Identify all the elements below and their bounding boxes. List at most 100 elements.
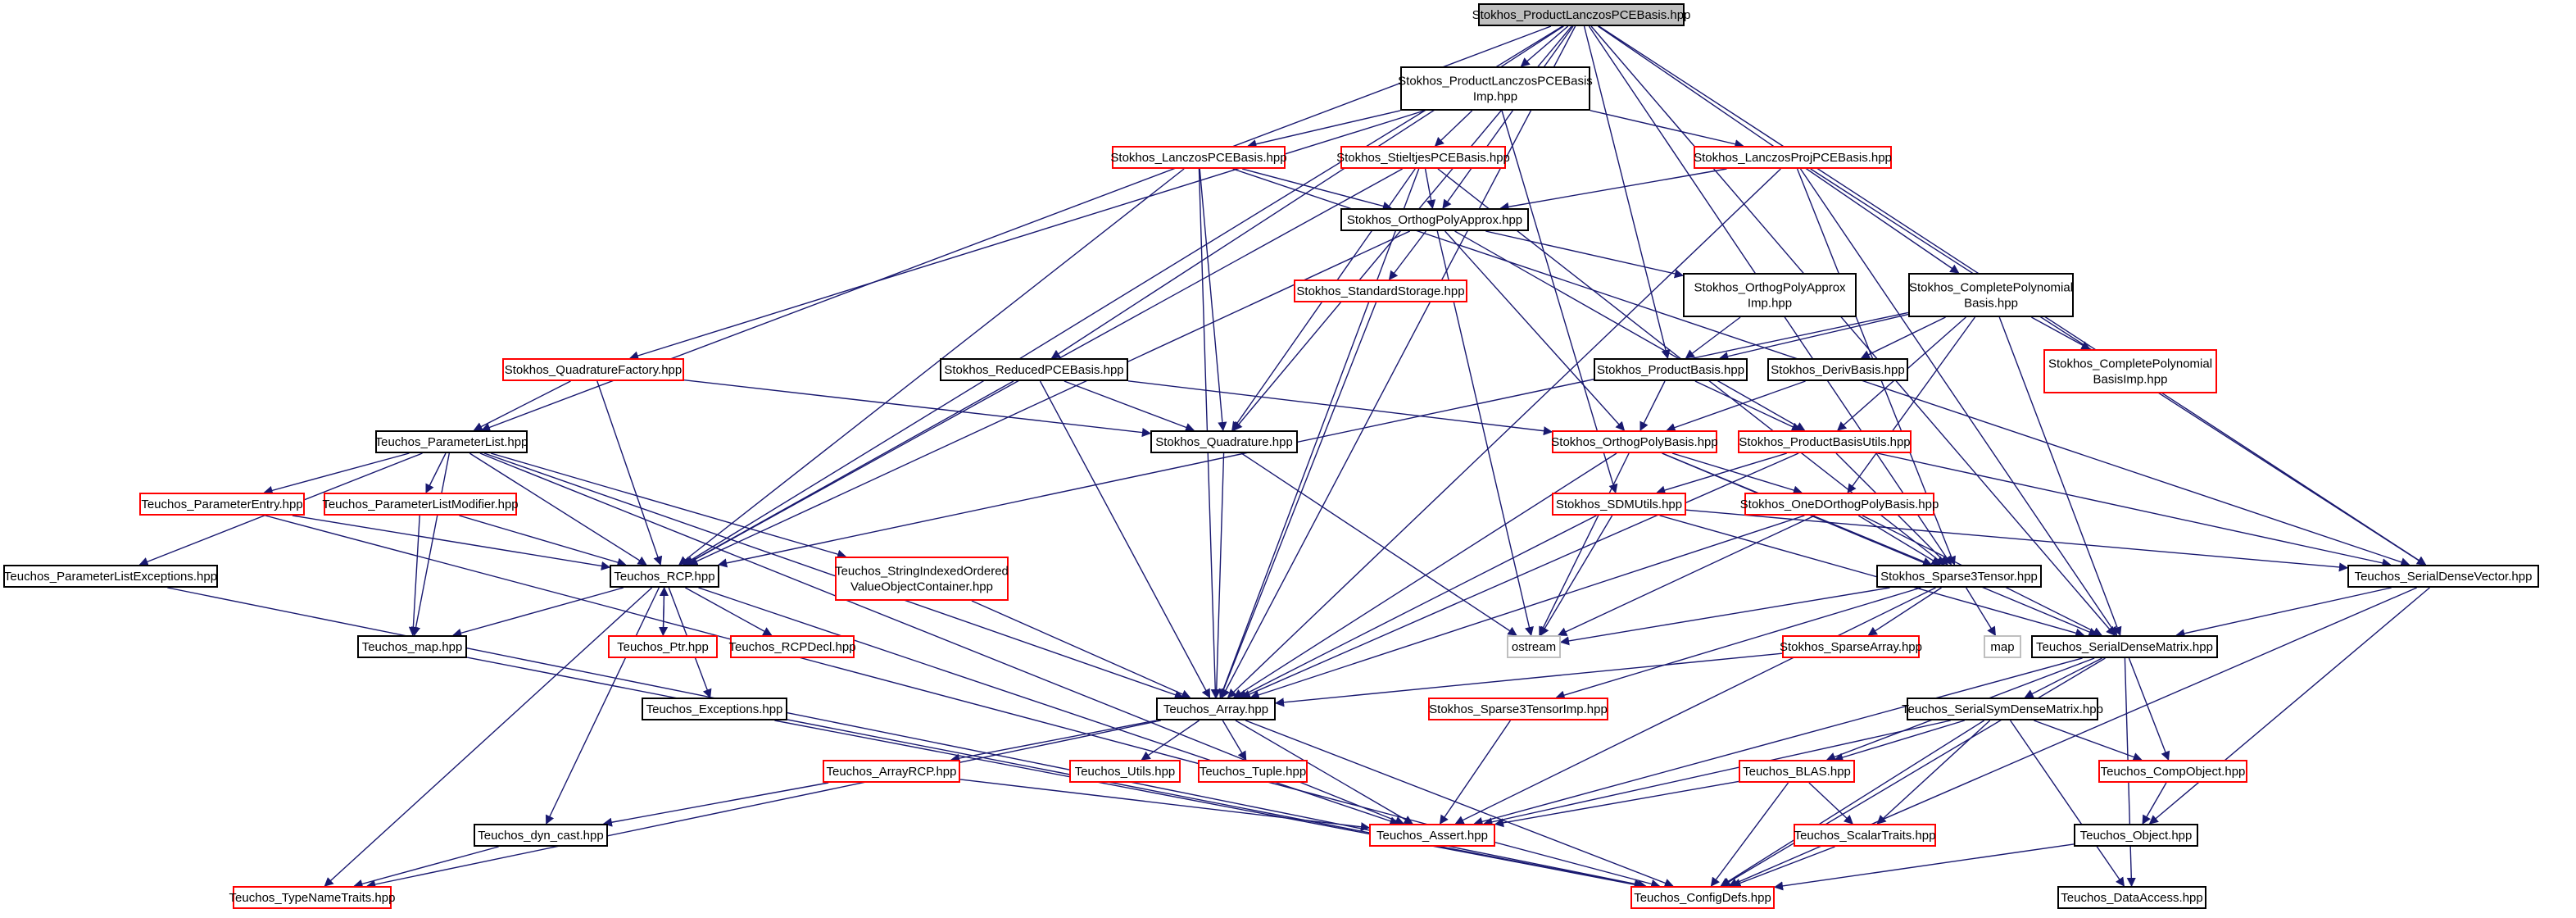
node-ptr[interactable]: Teuchos_Ptr.hpp <box>608 635 718 658</box>
node-sparse3tensorimp[interactable]: Stokhos_Sparse3TensorImp.hpp <box>1428 698 1608 720</box>
node-label: Teuchos_SerialDenseVector.hpp <box>2355 570 2533 584</box>
node-stieltjes[interactable]: Stokhos_StieltjesPCEBasis.hpp <box>1336 146 1510 169</box>
edge-lanczosproj-to-serialdensematrix <box>1799 168 2118 636</box>
edge-serialsym-to-scalartraits <box>1876 720 1991 825</box>
node-label: Teuchos_ParameterEntry.hpp <box>141 498 302 511</box>
node-paramlistmod[interactable]: Teuchos_ParameterListModifier.hpp <box>322 493 519 516</box>
node-box <box>1739 760 1855 783</box>
edge-paramlist-to-paramentry <box>263 452 410 495</box>
edge-sdmutils-to-serialdensematrix <box>1659 515 2085 638</box>
edge-orthopolyapprox-to-productbasisutils <box>1454 230 1806 431</box>
node-box <box>1294 279 1467 302</box>
node-utils[interactable]: Teuchos_Utils.hpp <box>1069 760 1181 783</box>
node-serialdensevector[interactable]: Teuchos_SerialDenseVector.hpp <box>2347 565 2539 588</box>
node-label: Teuchos_Assert.hpp <box>1376 829 1488 843</box>
node-rcpdecl[interactable]: Teuchos_RCPDecl.hpp <box>728 635 856 658</box>
edge-arrayrcp-to-dyncast <box>602 782 829 827</box>
edge-imp-to-lanczos <box>1247 110 1401 149</box>
node-rcp[interactable]: Teuchos_RCP.hpp <box>610 565 719 588</box>
node-arrayrcp[interactable]: Teuchos_ArrayRCP.hpp <box>823 760 960 783</box>
node-label: Teuchos_ParameterListModifier.hpp <box>322 498 518 511</box>
node-root[interactable]: Stokhos_ProductLanczosPCEBasis.hpp <box>1472 3 1691 26</box>
node-box <box>474 824 608 847</box>
node-reducedpce[interactable]: Stokhos_ReducedPCEBasis.hpp <box>940 358 1128 381</box>
edge-root-to-array <box>1221 25 1576 698</box>
node-object[interactable]: Teuchos_Object.hpp <box>2074 824 2198 847</box>
node-tuple[interactable]: Teuchos_Tuple.hpp <box>1198 760 1308 783</box>
node-paramlist[interactable]: Teuchos_ParameterList.hpp <box>375 430 528 453</box>
node-assert[interactable]: Teuchos_Assert.hpp <box>1369 824 1495 847</box>
node-label: Stokhos_SDMUtils.hpp <box>1556 498 1682 511</box>
node-onedortho[interactable]: Stokhos_OneDOrthogPolyBasis.hpp <box>1740 493 1939 516</box>
edge-arrayrcp-to-assert <box>959 779 1371 832</box>
node-label: Teuchos_Exceptions.hpp <box>646 702 783 716</box>
node-ostream: ostream <box>1507 635 1561 658</box>
node-dataaccess[interactable]: Teuchos_DataAccess.hpp <box>2057 886 2206 909</box>
node-configdefs[interactable]: Teuchos_ConfigDefs.hpp <box>1630 886 1775 909</box>
edge-rcp-to-typenametraits <box>324 587 653 887</box>
node-label: Teuchos_ArrayRCP.hpp <box>827 765 957 779</box>
node-lanczosproj[interactable]: Stokhos_LanczosProjPCEBasis.hpp <box>1694 146 1892 169</box>
node-array[interactable]: Teuchos_Array.hpp <box>1156 698 1276 720</box>
node-sparse3tensor[interactable]: Stokhos_Sparse3Tensor.hpp <box>1876 565 2042 588</box>
node-blas[interactable]: Teuchos_BLAS.hpp <box>1739 760 1855 783</box>
node-paramlistexc[interactable]: Teuchos_ParameterListExceptions.hpp <box>3 565 218 588</box>
node-orthopolybasis[interactable]: Stokhos_OrthogPolyBasis.hpp <box>1551 430 1718 453</box>
edge-sparse3tensor-to-map <box>1966 587 1996 636</box>
node-label: Teuchos_SerialDenseMatrix.hpp <box>2036 640 2213 654</box>
node-label: Teuchos_CompObject.hpp <box>2101 765 2246 779</box>
node-serialsym[interactable]: Teuchos_SerialSymDenseMatrix.hpp <box>1902 698 2103 720</box>
node-quadfactory[interactable]: Stokhos_QuadratureFactory.hpp <box>502 358 684 381</box>
node-productbasisutils[interactable]: Stokhos_ProductBasisUtils.hpp <box>1738 430 1912 453</box>
node-typenametraits[interactable]: Teuchos_TypeNameTraits.hpp <box>229 886 396 909</box>
node-serialdensematrix[interactable]: Teuchos_SerialDenseMatrix.hpp <box>2031 635 2218 658</box>
node-box <box>375 430 528 453</box>
edge-lanczos-to-quadrature <box>1199 168 1227 432</box>
edge-ptr-to-rcp <box>659 586 669 636</box>
node-exceptions[interactable]: Teuchos_Exceptions.hpp <box>642 698 787 720</box>
node-box <box>1156 698 1276 720</box>
node-box <box>1683 273 1857 317</box>
node-label: Stokhos_ReducedPCEBasis.hpp <box>944 363 1123 377</box>
node-box <box>1507 635 1561 658</box>
node-label: Imp.hpp <box>1473 90 1517 104</box>
node-paramentry[interactable]: Teuchos_ParameterEntry.hpp <box>139 493 305 516</box>
edge-root-to-serialdensematrix <box>1590 25 2116 636</box>
node-scalartraits[interactable]: Teuchos_ScalarTraits.hpp <box>1794 824 1936 847</box>
edge-reducedpce-to-array <box>1039 380 1211 698</box>
node-box <box>1069 760 1181 783</box>
node-compobject[interactable]: Teuchos_CompObject.hpp <box>2098 760 2247 783</box>
node-label: Stokhos_StandardStorage.hpp <box>1296 284 1464 298</box>
node-box <box>1694 146 1892 169</box>
node-lanczos[interactable]: Stokhos_LanczosPCEBasis.hpp <box>1110 146 1287 169</box>
edge-sparse3tensor-to-sparsearray <box>1867 587 1942 636</box>
node-strindexed[interactable]: Teuchos_StringIndexedOrderedValueObjectC… <box>835 557 1009 601</box>
node-dyncast[interactable]: Teuchos_dyn_cast.hpp <box>474 824 608 847</box>
node-maphpp[interactable]: Teuchos_map.hpp <box>357 635 467 658</box>
node-label: BasisImp.hpp <box>2093 373 2168 387</box>
edge-paramlist-to-array <box>483 452 1184 699</box>
node-label: Teuchos_StringIndexedOrdered <box>835 565 1009 579</box>
node-productbasis[interactable]: Stokhos_ProductBasis.hpp <box>1594 358 1748 381</box>
node-sdmutils[interactable]: Stokhos_SDMUtils.hpp <box>1552 493 1686 516</box>
edge-completepoly-to-productbasis <box>1719 313 1909 361</box>
edge-reducedpce-to-quadrature <box>1064 380 1195 432</box>
node-label: Stokhos_LanczosProjPCEBasis.hpp <box>1694 151 1892 165</box>
node-box <box>835 557 1009 601</box>
node-stdstorage[interactable]: Stokhos_StandardStorage.hpp <box>1294 279 1467 302</box>
node-quadrature[interactable]: Stokhos_Quadrature.hpp <box>1150 430 1298 453</box>
node-derivbasis[interactable]: Stokhos_DerivBasis.hpp <box>1767 358 1908 381</box>
edge-sparse3tensor-to-sparse3tensorimp <box>1555 587 1921 700</box>
node-box <box>1744 493 1934 516</box>
edge-imp-to-lanczosproj <box>1590 110 1744 149</box>
node-sparsearray[interactable]: Stokhos_SparseArray.hpp <box>1780 635 1922 658</box>
node-label: Teuchos_ParameterListExceptions.hpp <box>4 570 217 584</box>
edge-serialdensevector-to-serialdensematrix <box>2175 587 2392 639</box>
edge-quadrature-to-array <box>1212 452 1225 699</box>
edge-serialdensematrix-to-compobject <box>2128 657 2170 761</box>
node-orthopolyapprox[interactable]: Stokhos_OrthogPolyApprox.hpp <box>1340 208 1529 231</box>
